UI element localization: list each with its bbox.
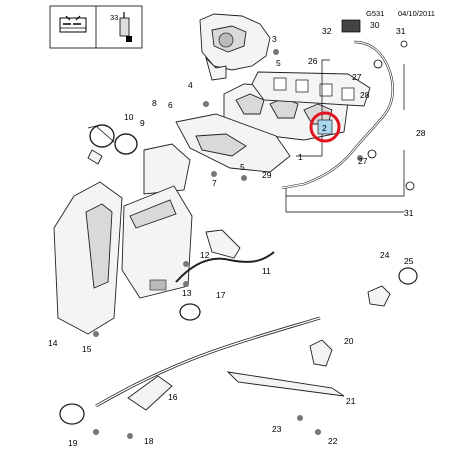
callout-17: 17	[216, 290, 226, 300]
highlighted-part-2[interactable]: 2	[309, 111, 341, 143]
heat-shield	[175, 113, 291, 173]
callout-31: 31	[396, 26, 406, 36]
callout-23: 23	[272, 424, 282, 434]
callout-6: 6	[168, 100, 173, 110]
sealant-tube-icon	[119, 12, 132, 42]
callout-7: 7	[212, 178, 217, 188]
callout-20: 20	[344, 336, 354, 346]
callout-28-second: 28	[416, 128, 426, 138]
callout-5-second: 5	[240, 162, 245, 172]
callout-9: 9	[140, 118, 145, 128]
callout-28: 28	[360, 90, 370, 100]
callout-25: 25	[404, 256, 414, 266]
main-exhaust-pipe	[59, 316, 345, 425]
callout-14: 14	[48, 338, 58, 348]
callout-22: 22	[328, 436, 338, 446]
callout-15: 15	[82, 344, 92, 354]
front-pipe	[175, 229, 275, 321]
manifold-gasket	[251, 71, 371, 107]
egr-pipe	[281, 19, 415, 191]
callout-30: 30	[370, 20, 380, 30]
diesel-particulate-filter	[121, 143, 193, 299]
callout-5: 5	[276, 58, 281, 68]
callout-bracket-lines	[87, 59, 405, 213]
callout-labels: 1 3 4 5 6 7 8 9 10 11 12 13 14 15 16 17 …	[48, 20, 426, 448]
callout-27-second: 27	[358, 156, 368, 166]
callout-16: 16	[168, 392, 178, 402]
toolbox-icon	[59, 15, 87, 33]
callout-27: 27	[352, 72, 362, 82]
diagram-code: G531	[366, 9, 384, 18]
fasteners	[93, 49, 363, 439]
turbo-clamp	[87, 124, 138, 165]
callout-31-second: 31	[404, 208, 414, 218]
callout-4: 4	[188, 80, 193, 90]
callout-10: 10	[124, 112, 134, 122]
callout-11: 11	[262, 266, 271, 276]
tailpipe-hanger	[367, 267, 418, 307]
callout-29: 29	[262, 170, 272, 180]
highlighted-part-label: 2	[322, 123, 327, 133]
callout-13: 13	[182, 288, 192, 298]
header-panel: 33	[49, 5, 143, 49]
callout-21: 21	[346, 396, 356, 406]
diagram-date: 04/10/2011	[398, 9, 435, 18]
callout-18: 18	[144, 436, 154, 446]
callout-19: 19	[68, 438, 78, 448]
callout-8: 8	[152, 98, 157, 108]
callout-3: 3	[272, 34, 277, 44]
callout-1: 1	[298, 152, 303, 162]
callout-24: 24	[380, 250, 390, 260]
heat-shield-lower	[53, 181, 123, 335]
callout-26: 26	[308, 56, 318, 66]
callout-32: 32	[322, 26, 332, 36]
engine-block	[199, 13, 271, 81]
header-ref-number: 33	[110, 13, 118, 22]
callout-12: 12	[200, 250, 210, 260]
